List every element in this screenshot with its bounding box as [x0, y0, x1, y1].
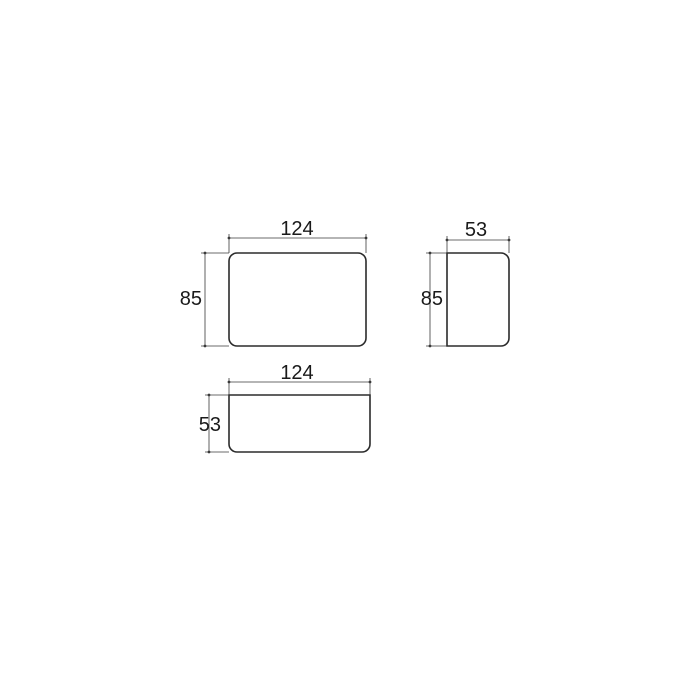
front-height-label: 85	[180, 288, 202, 310]
top-width-tick-right	[368, 380, 372, 384]
front-view: 124 85	[180, 218, 368, 348]
front-width-tick-right	[364, 236, 368, 240]
front-height-tick-bottom	[203, 344, 207, 348]
side-height-tick-top	[428, 251, 432, 255]
side-width-tick-right	[507, 238, 511, 242]
top-width-label: 124	[280, 362, 313, 384]
top-height-tick-bottom	[207, 450, 211, 454]
side-view: 53 85	[421, 219, 511, 348]
side-width-label: 53	[465, 219, 487, 241]
top-view: 124 53	[199, 362, 372, 454]
front-width-tick-left	[227, 236, 231, 240]
side-height-tick-bottom	[428, 344, 432, 348]
side-view-outline	[446, 252, 510, 347]
top-height-label: 53	[199, 414, 221, 436]
front-width-label: 124	[280, 218, 313, 240]
top-view-outline	[228, 394, 371, 453]
side-height-label: 85	[421, 288, 443, 310]
side-width-tick-left	[445, 238, 449, 242]
top-height-tick-top	[207, 393, 211, 397]
top-width-tick-left	[227, 380, 231, 384]
front-view-outline	[228, 252, 367, 347]
front-height-tick-top	[203, 251, 207, 255]
